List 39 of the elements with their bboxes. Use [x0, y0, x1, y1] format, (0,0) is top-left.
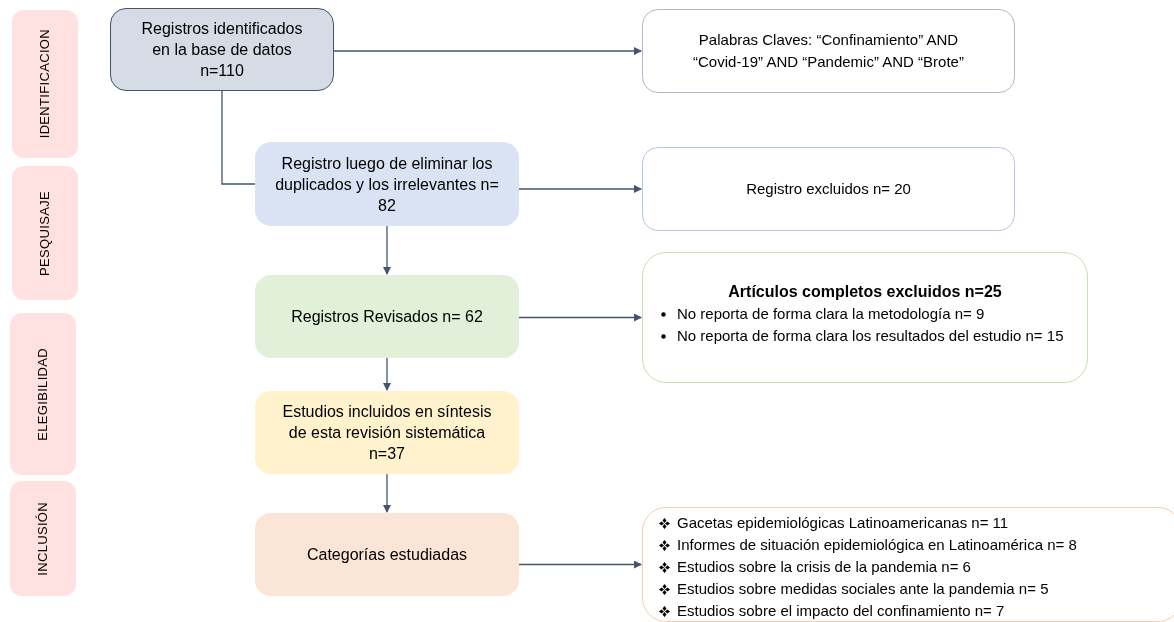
process-box	[110, 8, 334, 91]
phase-band	[10, 481, 76, 596]
step-text: Categorías estudiadas	[306, 545, 468, 565]
process-box	[255, 142, 519, 226]
step-text: Estudios incluidos en síntesis de esta revisión sistemática n=37	[281, 402, 493, 464]
step-text: Registro luego de eliminar los duplicados y los irrelevantes n= 82	[275, 153, 499, 216]
list-item: Estudios sobre la crisis de la pandemia n= 6	[677, 557, 971, 575]
list-item: Informes de situación epidemiológica en Latinoamérica n= 8	[677, 535, 1077, 553]
process-box	[255, 275, 519, 358]
list-item: Estudios sobre medidas sociales ante la pandemia n= 5	[677, 579, 1049, 597]
arrow	[333, 47, 642, 55]
phase-label: IDENTIFICACION	[36, 29, 54, 139]
phase-label: PESQUISAJE	[36, 190, 54, 276]
phase-band	[12, 10, 78, 158]
arrow	[518, 560, 642, 569]
process-box	[255, 513, 519, 596]
list-box	[642, 252, 1088, 383]
process-box	[255, 391, 519, 474]
list-item: No reporta de forma clara la metodología n= 9	[677, 304, 985, 322]
note-box	[642, 147, 1015, 231]
arrow	[383, 473, 391, 513]
list-heading: Artículos completos excluidos n=25	[727, 281, 1003, 302]
phase-band	[10, 313, 76, 475]
arrow	[518, 313, 642, 322]
arrow	[518, 185, 642, 193]
step-text: Registros Revisados n= 62	[291, 307, 483, 327]
note-text: Palabras Claves: “Confinamiento” AND “Covid-19” AND “Pandemic” AND “Brote”	[692, 30, 965, 72]
phase-label: INCLUSIÓN	[34, 501, 52, 576]
arrow	[383, 225, 391, 275]
phase-label: ELEGIBILIDAD	[34, 347, 52, 441]
list-item: Estudios sobre el impacto del confinamiento n= 7	[677, 601, 1005, 619]
arrow	[383, 357, 391, 391]
note-box	[642, 9, 1015, 93]
phase-band	[12, 166, 78, 300]
note-text: Registro excluidos n= 20	[746, 179, 911, 199]
list-item: No reporta de forma clara los resultados del estudio n= 15	[677, 326, 1064, 344]
step-text: Registros identificados en la base de datos n=110	[140, 19, 304, 81]
list-item: Gacetas epidemiológicas Latinoamericanas n= 11	[677, 513, 1009, 531]
list-box	[642, 507, 1174, 622]
